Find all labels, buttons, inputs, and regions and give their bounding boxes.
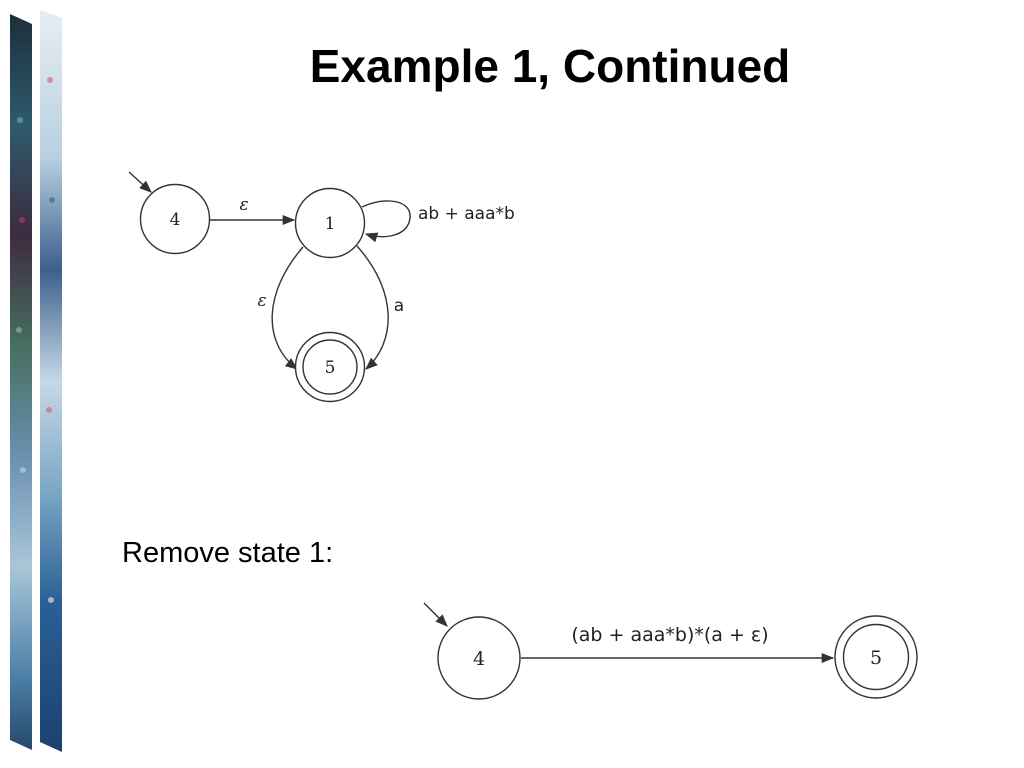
edge-1-to-5-left xyxy=(271,246,304,370)
state-5-label-d1: 5 xyxy=(325,358,336,378)
diagram-1 xyxy=(128,171,411,403)
label-edge-4-to-1: ε xyxy=(239,195,248,215)
state-4-label-d2: 4 xyxy=(473,648,485,670)
start-arrow-d2 xyxy=(423,602,448,627)
state-4-label-d1: 4 xyxy=(170,210,181,230)
decor-strip-light xyxy=(40,10,62,752)
edge-1-to-5-right xyxy=(356,245,389,370)
state-5-d1-outer xyxy=(294,331,366,403)
label-edge-1-to-5-right: a xyxy=(394,296,404,316)
diagram-2 xyxy=(423,602,918,700)
state-4-d2 xyxy=(437,616,521,700)
state-1-d1 xyxy=(294,187,366,259)
start-arrow-d1 xyxy=(128,171,152,193)
slide-title: Example 1, Continued xyxy=(309,40,791,92)
state-4-d1 xyxy=(139,183,211,255)
decor-strip-dark xyxy=(10,14,32,750)
state-1-label-d1: 1 xyxy=(325,214,336,234)
label-edge-1-to-5-left: ε xyxy=(257,291,266,311)
state-5-label-d2: 5 xyxy=(870,647,882,669)
state-5-d1-inner xyxy=(302,339,358,395)
slide-subtitle: Remove state 1: xyxy=(122,537,334,569)
state-5-d2-outer xyxy=(834,615,918,699)
label-edge-loop-1: ab + aaa*b xyxy=(418,204,515,224)
state-5-d2-inner xyxy=(842,623,910,691)
label-edge-4-to-5-d2: (ab + aaa*b)*(a + ε) xyxy=(571,624,768,646)
edge-loop-1 xyxy=(361,200,411,243)
decorative-side-strips xyxy=(10,10,62,752)
